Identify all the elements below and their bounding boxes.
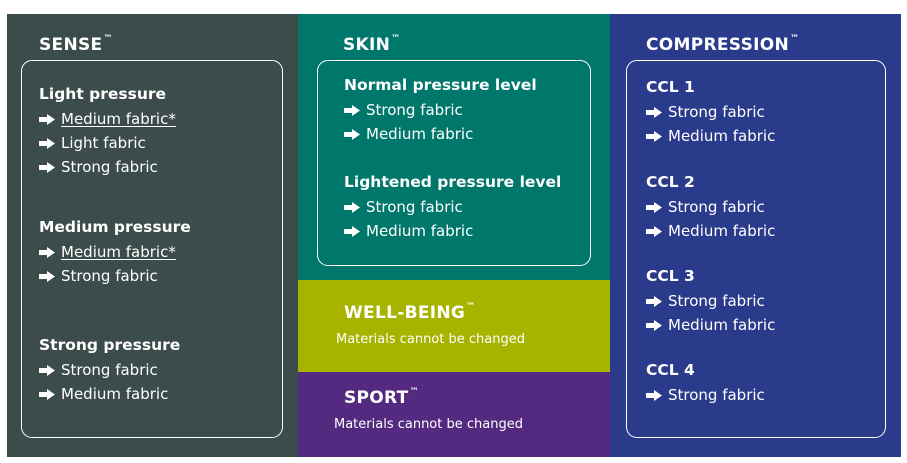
arrow-right-icon <box>344 128 360 140</box>
arrow-right-icon <box>344 201 360 213</box>
sense-group-title: Strong pressure <box>39 336 181 354</box>
arrow-right-icon <box>646 295 662 307</box>
skin-group-title: Normal pressure level <box>344 76 537 94</box>
fabric-option: Medium fabric* <box>39 240 191 264</box>
fabric-option: Medium fabric <box>344 122 537 146</box>
sense-group-title: Medium pressure <box>39 218 191 236</box>
wellbeing-title: WELL-BEING™ <box>344 302 476 323</box>
compression-group-title: CCL 2 <box>646 173 695 191</box>
arrow-right-icon <box>646 130 662 142</box>
fabric-option: Strong fabric <box>39 155 176 179</box>
fabric-option: Strong fabric <box>344 98 537 122</box>
sport-panel: SPORT™ Materials cannot be changed <box>298 372 610 457</box>
compression-group-title: CCL 1 <box>646 78 695 96</box>
wellbeing-note: Materials cannot be changed <box>336 332 525 347</box>
arrow-right-icon <box>39 270 55 282</box>
arrow-right-icon <box>344 225 360 237</box>
arrow-right-icon <box>646 225 662 237</box>
fabric-option-label: Strong fabric <box>668 292 765 310</box>
skin-group-title: Lightened pressure level <box>344 173 562 191</box>
fabric-option-label: Medium fabric <box>366 222 474 240</box>
fabric-option-label: Medium fabric <box>668 127 776 145</box>
compression-group-title: CCL 4 <box>646 361 695 379</box>
fabric-option-label: Medium fabric* <box>61 110 176 128</box>
fabric-option-label: Medium fabric <box>366 125 474 143</box>
fabric-option-label: Strong fabric <box>61 267 158 285</box>
fabric-option: Medium fabric <box>646 313 775 337</box>
arrow-right-icon <box>39 388 55 400</box>
fabric-option: Strong fabric <box>646 100 775 124</box>
fabric-option-label: Strong fabric <box>668 103 765 121</box>
fabric-option-label: Strong fabric <box>61 158 158 176</box>
fabric-option: Medium fabric <box>646 124 775 148</box>
fabric-option-label: Light fabric <box>61 134 146 152</box>
fabric-option: Strong fabric <box>646 383 765 407</box>
sense-title: SENSE™ <box>39 34 113 55</box>
fabric-option-label: Medium fabric* <box>61 243 176 261</box>
fabric-option: Strong fabric <box>39 358 180 382</box>
sport-title: SPORT™ <box>344 387 419 408</box>
fabric-option: Light fabric <box>39 131 176 155</box>
arrow-right-icon <box>39 161 55 173</box>
arrow-right-icon <box>646 201 662 213</box>
arrow-right-icon <box>39 364 55 376</box>
arrow-right-icon <box>344 104 360 116</box>
compression-group-title: CCL 3 <box>646 267 695 285</box>
fabric-option-label: Strong fabric <box>61 361 158 379</box>
fabric-option-label: Medium fabric <box>668 222 776 240</box>
fabric-option: Medium fabric* <box>39 107 176 131</box>
sense-group-title: Light pressure <box>39 85 167 103</box>
fabric-option: Medium fabric <box>646 219 775 243</box>
skin-title: SKIN™ <box>343 34 401 55</box>
fabric-option-label: Strong fabric <box>668 198 765 216</box>
fabric-option: Strong fabric <box>646 289 775 313</box>
fabric-option: Medium fabric <box>39 382 180 406</box>
fabric-option: Strong fabric <box>344 195 561 219</box>
fabric-option-label: Strong fabric <box>366 101 463 119</box>
fabric-option: Medium fabric <box>344 219 561 243</box>
arrow-right-icon <box>39 137 55 149</box>
compression-title: COMPRESSION™ <box>646 34 800 55</box>
arrow-right-icon <box>39 246 55 258</box>
fabric-option: Strong fabric <box>39 264 191 288</box>
arrow-right-icon <box>646 319 662 331</box>
sport-note: Materials cannot be changed <box>334 417 523 432</box>
arrow-right-icon <box>646 106 662 118</box>
fabric-option-label: Medium fabric <box>61 385 169 403</box>
compression-group: CCL 4 Strong fabric <box>646 359 765 407</box>
wellbeing-panel: WELL-BEING™ Materials cannot be changed <box>298 280 610 372</box>
fabric-option-label: Strong fabric <box>668 386 765 404</box>
arrow-right-icon <box>39 113 55 125</box>
fabric-option: Strong fabric <box>646 195 775 219</box>
fabric-option-label: Strong fabric <box>366 198 463 216</box>
fabric-option-label: Medium fabric <box>668 316 776 334</box>
arrow-right-icon <box>646 389 662 401</box>
